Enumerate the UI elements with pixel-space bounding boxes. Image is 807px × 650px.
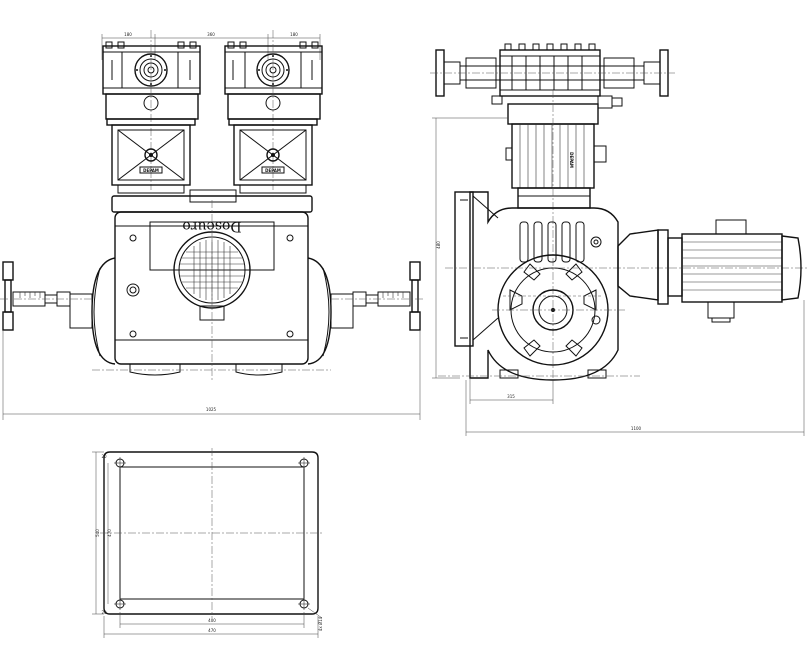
mounting-holes [114, 457, 310, 610]
stroke-adjuster-left[interactable] [0, 261, 92, 331]
base-plate-view: 540 470 20 20 400 470 4x Ø14 [92, 448, 323, 638]
diaphragm-housing-right: DEPAM [228, 118, 318, 194]
side-view: DEPAM [430, 43, 807, 436]
dim-front-top-left: 180 [124, 32, 132, 37]
dim-front-top-right: 180 [290, 32, 298, 37]
dim-base-left-small-bottom: 20 [101, 610, 107, 615]
dim-front-overall: 1025 [206, 407, 217, 412]
hole-spec: 4x Ø14 [318, 616, 323, 631]
end-cap-left [69, 257, 116, 365]
dim-side-overall: 1100 [631, 426, 642, 431]
end-cap-right [307, 257, 354, 365]
front-feet [92, 364, 331, 376]
nameplate-left: DEPAM [143, 168, 159, 173]
gearbox-body: Doseuro [111, 195, 313, 380]
dim-base-height-inner: 470 [107, 529, 112, 537]
side-dimensions: 480 315 1100 [432, 117, 805, 436]
nameplate-side: DEPAM [569, 152, 574, 168]
front-top-dimension: 180 360 180 [101, 32, 321, 60]
diaphragm-housing-left: DEPAM [106, 118, 196, 194]
drive-motor [617, 219, 802, 323]
valve-manifold [430, 43, 675, 109]
dim-base-height-outer: 540 [95, 529, 100, 537]
base-dimensions: 540 470 20 20 400 470 4x Ø14 [92, 451, 323, 638]
dim-base-left-small: 20 [101, 454, 107, 459]
dim-front-top-mid: 360 [207, 32, 215, 37]
front-view: 180 360 180 [0, 30, 425, 420]
side-diaphragm-housing: DEPAM [505, 90, 607, 380]
dim-side-height: 480 [436, 241, 441, 249]
dim-base-width-outer: 470 [208, 628, 216, 633]
nameplate-right: DEPAM [265, 168, 281, 173]
dim-base-width-inner: 400 [208, 618, 216, 623]
stroke-adjuster-right[interactable] [331, 261, 425, 331]
dim-side-offset: 315 [507, 394, 515, 399]
side-gearbox [445, 191, 807, 381]
front-overall-dimension: 1025 [2, 330, 421, 420]
side-feet [438, 369, 640, 379]
